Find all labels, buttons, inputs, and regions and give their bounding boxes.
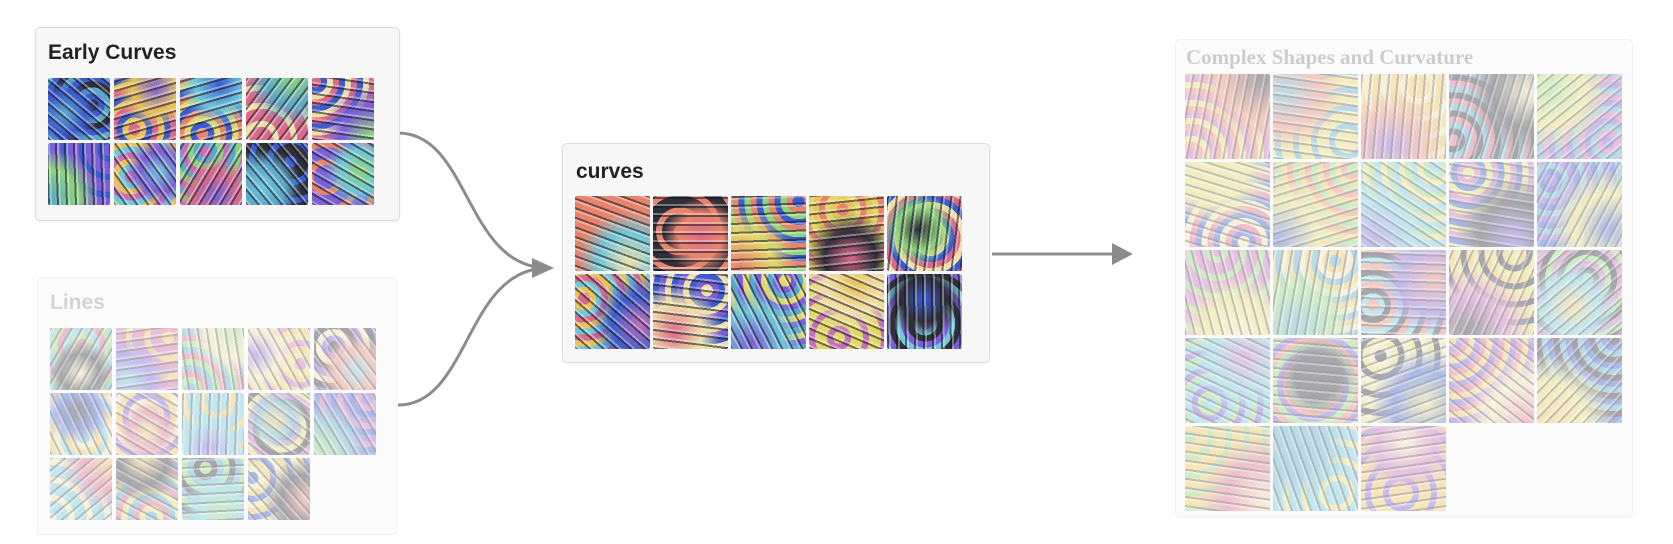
feature-visualization-tile[interactable] [114,78,176,140]
feature-visualization-tile[interactable] [1449,162,1534,247]
curves-panel[interactable]: curves [562,143,990,363]
feature-visualization-tile[interactable] [48,143,110,205]
feature-visualization-tile[interactable] [1185,250,1270,335]
feature-visualization-tile[interactable] [1185,426,1270,511]
feature-visualization-tile[interactable] [1185,74,1270,159]
feature-visualization-tile[interactable] [1537,250,1622,335]
feature-visualization-tile[interactable] [1185,162,1270,247]
panel-title-early-curves: Early Curves [48,41,177,64]
feature-visualization-tile[interactable] [312,78,374,140]
feature-visualization-tile[interactable] [653,274,728,349]
arrowhead-into-complex [1112,243,1133,265]
feature-visualization-tile[interactable] [1273,250,1358,335]
arrow-early-to-curves [397,131,549,270]
feature-visualization-tile[interactable] [48,78,110,140]
feature-visualization-tile[interactable] [50,393,112,455]
feature-visualization-tile[interactable] [575,274,650,349]
feature-visualization-tile[interactable] [1361,250,1446,335]
feature-grid [50,328,376,520]
lines-panel[interactable]: Lines [37,277,397,535]
feature-visualization-tile[interactable] [809,274,884,349]
panel-title-complex-shapes: Complex Shapes and Curvature [1186,45,1474,69]
arrow-lines-to-curves [397,266,549,407]
feature-visualization-tile[interactable] [314,393,376,455]
feature-visualization-tile[interactable] [575,196,650,271]
feature-visualization-tile[interactable] [1537,74,1622,159]
feature-visualization-tile[interactable] [248,393,310,455]
panel-title-lines: Lines [50,291,105,314]
feature-visualization-tile[interactable] [653,196,728,271]
feature-visualization-tile[interactable] [1273,162,1358,247]
feature-visualization-tile[interactable] [246,78,308,140]
feature-visualization-tile[interactable] [312,143,374,205]
feature-visualization-tile[interactable] [1273,426,1358,511]
feature-visualization-tile[interactable] [246,143,308,205]
feature-visualization-tile[interactable] [731,196,806,271]
feature-visualization-tile[interactable] [114,143,176,205]
feature-visualization-tile[interactable] [1273,74,1358,159]
feature-visualization-tile[interactable] [1361,162,1446,247]
feature-visualization-tile[interactable] [50,328,112,390]
complex-shapes-panel[interactable]: Complex Shapes and Curvature [1175,39,1633,517]
feature-visualization-tile[interactable] [116,328,178,390]
feature-grid [575,196,962,349]
feature-visualization-tile[interactable] [116,393,178,455]
feature-visualization-tile[interactable] [1449,338,1534,423]
feature-visualization-tile[interactable] [182,458,244,520]
feature-visualization-tile[interactable] [116,458,178,520]
feature-visualization-tile[interactable] [182,328,244,390]
feature-visualization-tile[interactable] [1273,338,1358,423]
feature-visualization-tile[interactable] [1537,162,1622,247]
arrowhead-into-curves [532,258,554,278]
feature-visualization-tile[interactable] [731,274,806,349]
panel-title-curves: curves [576,160,644,183]
feature-visualization-tile[interactable] [1361,426,1446,511]
feature-visualization-tile[interactable] [887,274,962,349]
feature-visualization-tile[interactable] [1185,338,1270,423]
feature-visualization-tile[interactable] [1537,338,1622,423]
feature-visualization-tile[interactable] [1361,74,1446,159]
feature-visualization-tile[interactable] [50,458,112,520]
feature-visualization-tile[interactable] [248,328,310,390]
feature-visualization-tile[interactable] [248,458,310,520]
feature-grid [1185,74,1622,511]
feature-grid [48,78,374,205]
feature-visualization-tile[interactable] [1449,74,1534,159]
feature-visualization-tile[interactable] [182,393,244,455]
early-curves-panel[interactable]: Early Curves [35,27,400,221]
feature-visualization-tile[interactable] [1449,250,1534,335]
feature-visualization-tile[interactable] [1361,338,1446,423]
feature-visualization-tile[interactable] [314,328,376,390]
feature-visualization-tile[interactable] [809,196,884,271]
feature-visualization-tile[interactable] [180,78,242,140]
feature-visualization-tile[interactable] [180,143,242,205]
feature-visualization-tile[interactable] [887,196,962,271]
